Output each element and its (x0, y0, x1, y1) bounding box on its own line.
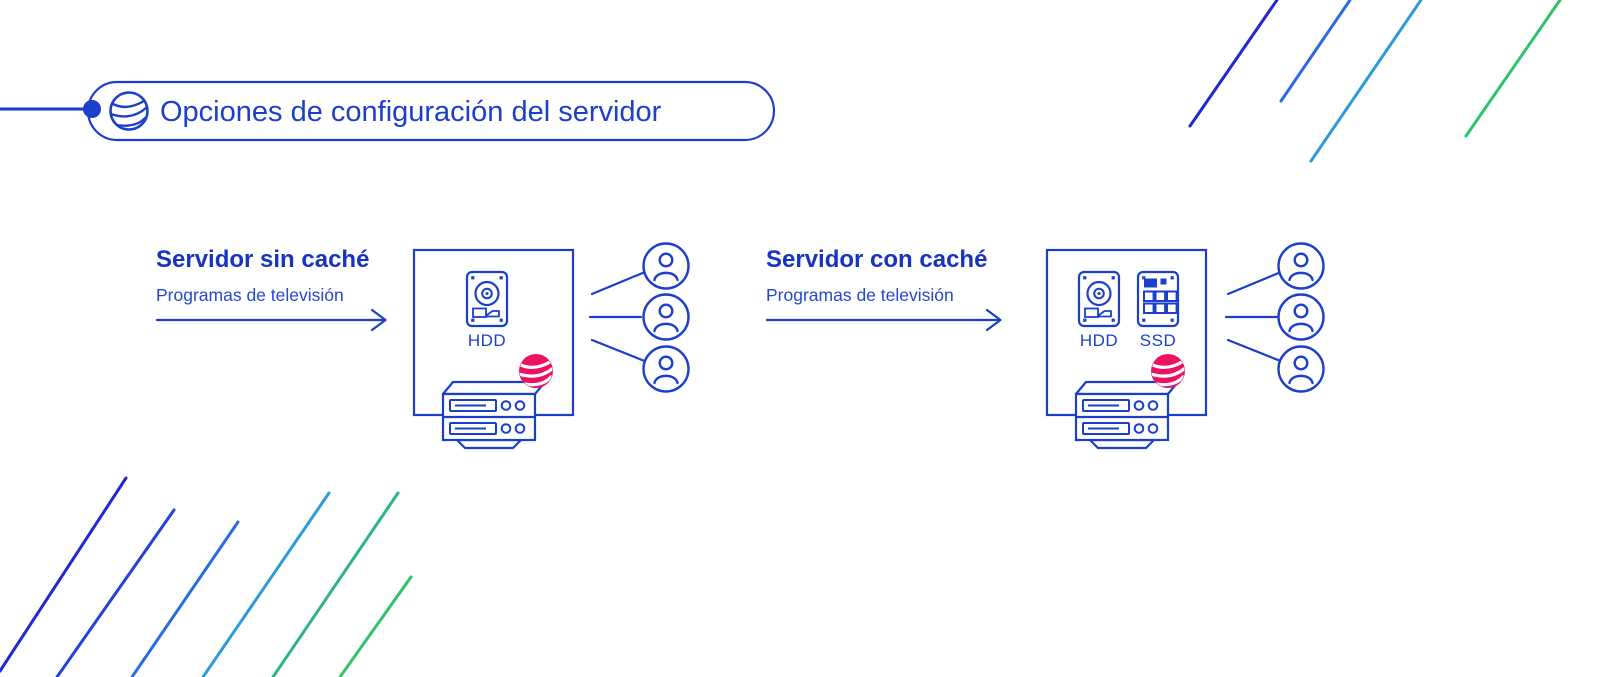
connector-dot (83, 100, 101, 118)
page-title: Opciones de configuración del servidor (160, 96, 662, 128)
hdd-icon (1077, 270, 1121, 328)
brand-ball-icon (519, 354, 553, 388)
server-rack-icon (441, 380, 547, 450)
diagram-heading: Servidor con caché (766, 246, 987, 273)
decor-line-bottom-left-6 (338, 575, 413, 677)
ssd-label: SSD (1140, 331, 1176, 350)
user-icon (642, 293, 690, 341)
user-icon (1277, 293, 1325, 341)
user-icon (642, 345, 690, 393)
header: Opciones de configuración del servidor (0, 80, 776, 142)
connection-line (1226, 338, 1285, 364)
connection-line (1226, 270, 1283, 296)
server-rack-icon (1074, 380, 1180, 450)
decor-line-top-right-2 (1279, 0, 1352, 103)
decor-lines-bottom-left (0, 476, 413, 677)
diagram-server-with-cache: Servidor con caché Programas de televisi… (765, 242, 1325, 450)
decor-line-bottom-left-3 (130, 520, 240, 677)
decor-line-bottom-left-1 (0, 476, 128, 673)
decor-line-bottom-left-2 (55, 508, 176, 677)
decor-lines-top-right (1188, 0, 1562, 163)
ssd-icon (1136, 270, 1180, 328)
user-icon (1277, 242, 1325, 290)
flow-arrow (155, 308, 387, 332)
connection-line (590, 338, 649, 364)
brand-ball-icon (1151, 354, 1185, 388)
diagram-server-no-cache: Servidor sin caché Programas de televisi… (155, 242, 690, 450)
user-connections (588, 270, 649, 364)
hdd-label: HDD (468, 331, 506, 350)
decor-line-bottom-left-5 (271, 491, 400, 677)
user-icon (1277, 345, 1325, 393)
hdd-icon (465, 270, 509, 328)
hdd-label: HDD (1080, 331, 1118, 350)
flow-arrow (765, 308, 1002, 332)
user-connections (1224, 270, 1285, 364)
diagram-subheading: Programas de televisión (156, 285, 344, 305)
diagram-subheading: Programas de televisión (766, 285, 954, 305)
decor-line-top-right-1 (1188, 0, 1279, 128)
user-icon (642, 242, 690, 290)
decor-line-top-right-3 (1309, 0, 1423, 163)
diagram-heading: Servidor sin caché (156, 246, 369, 273)
decor-line-bottom-left-4 (201, 491, 331, 677)
connection-line (590, 270, 647, 296)
decor-line-top-right-4 (1464, 0, 1562, 138)
